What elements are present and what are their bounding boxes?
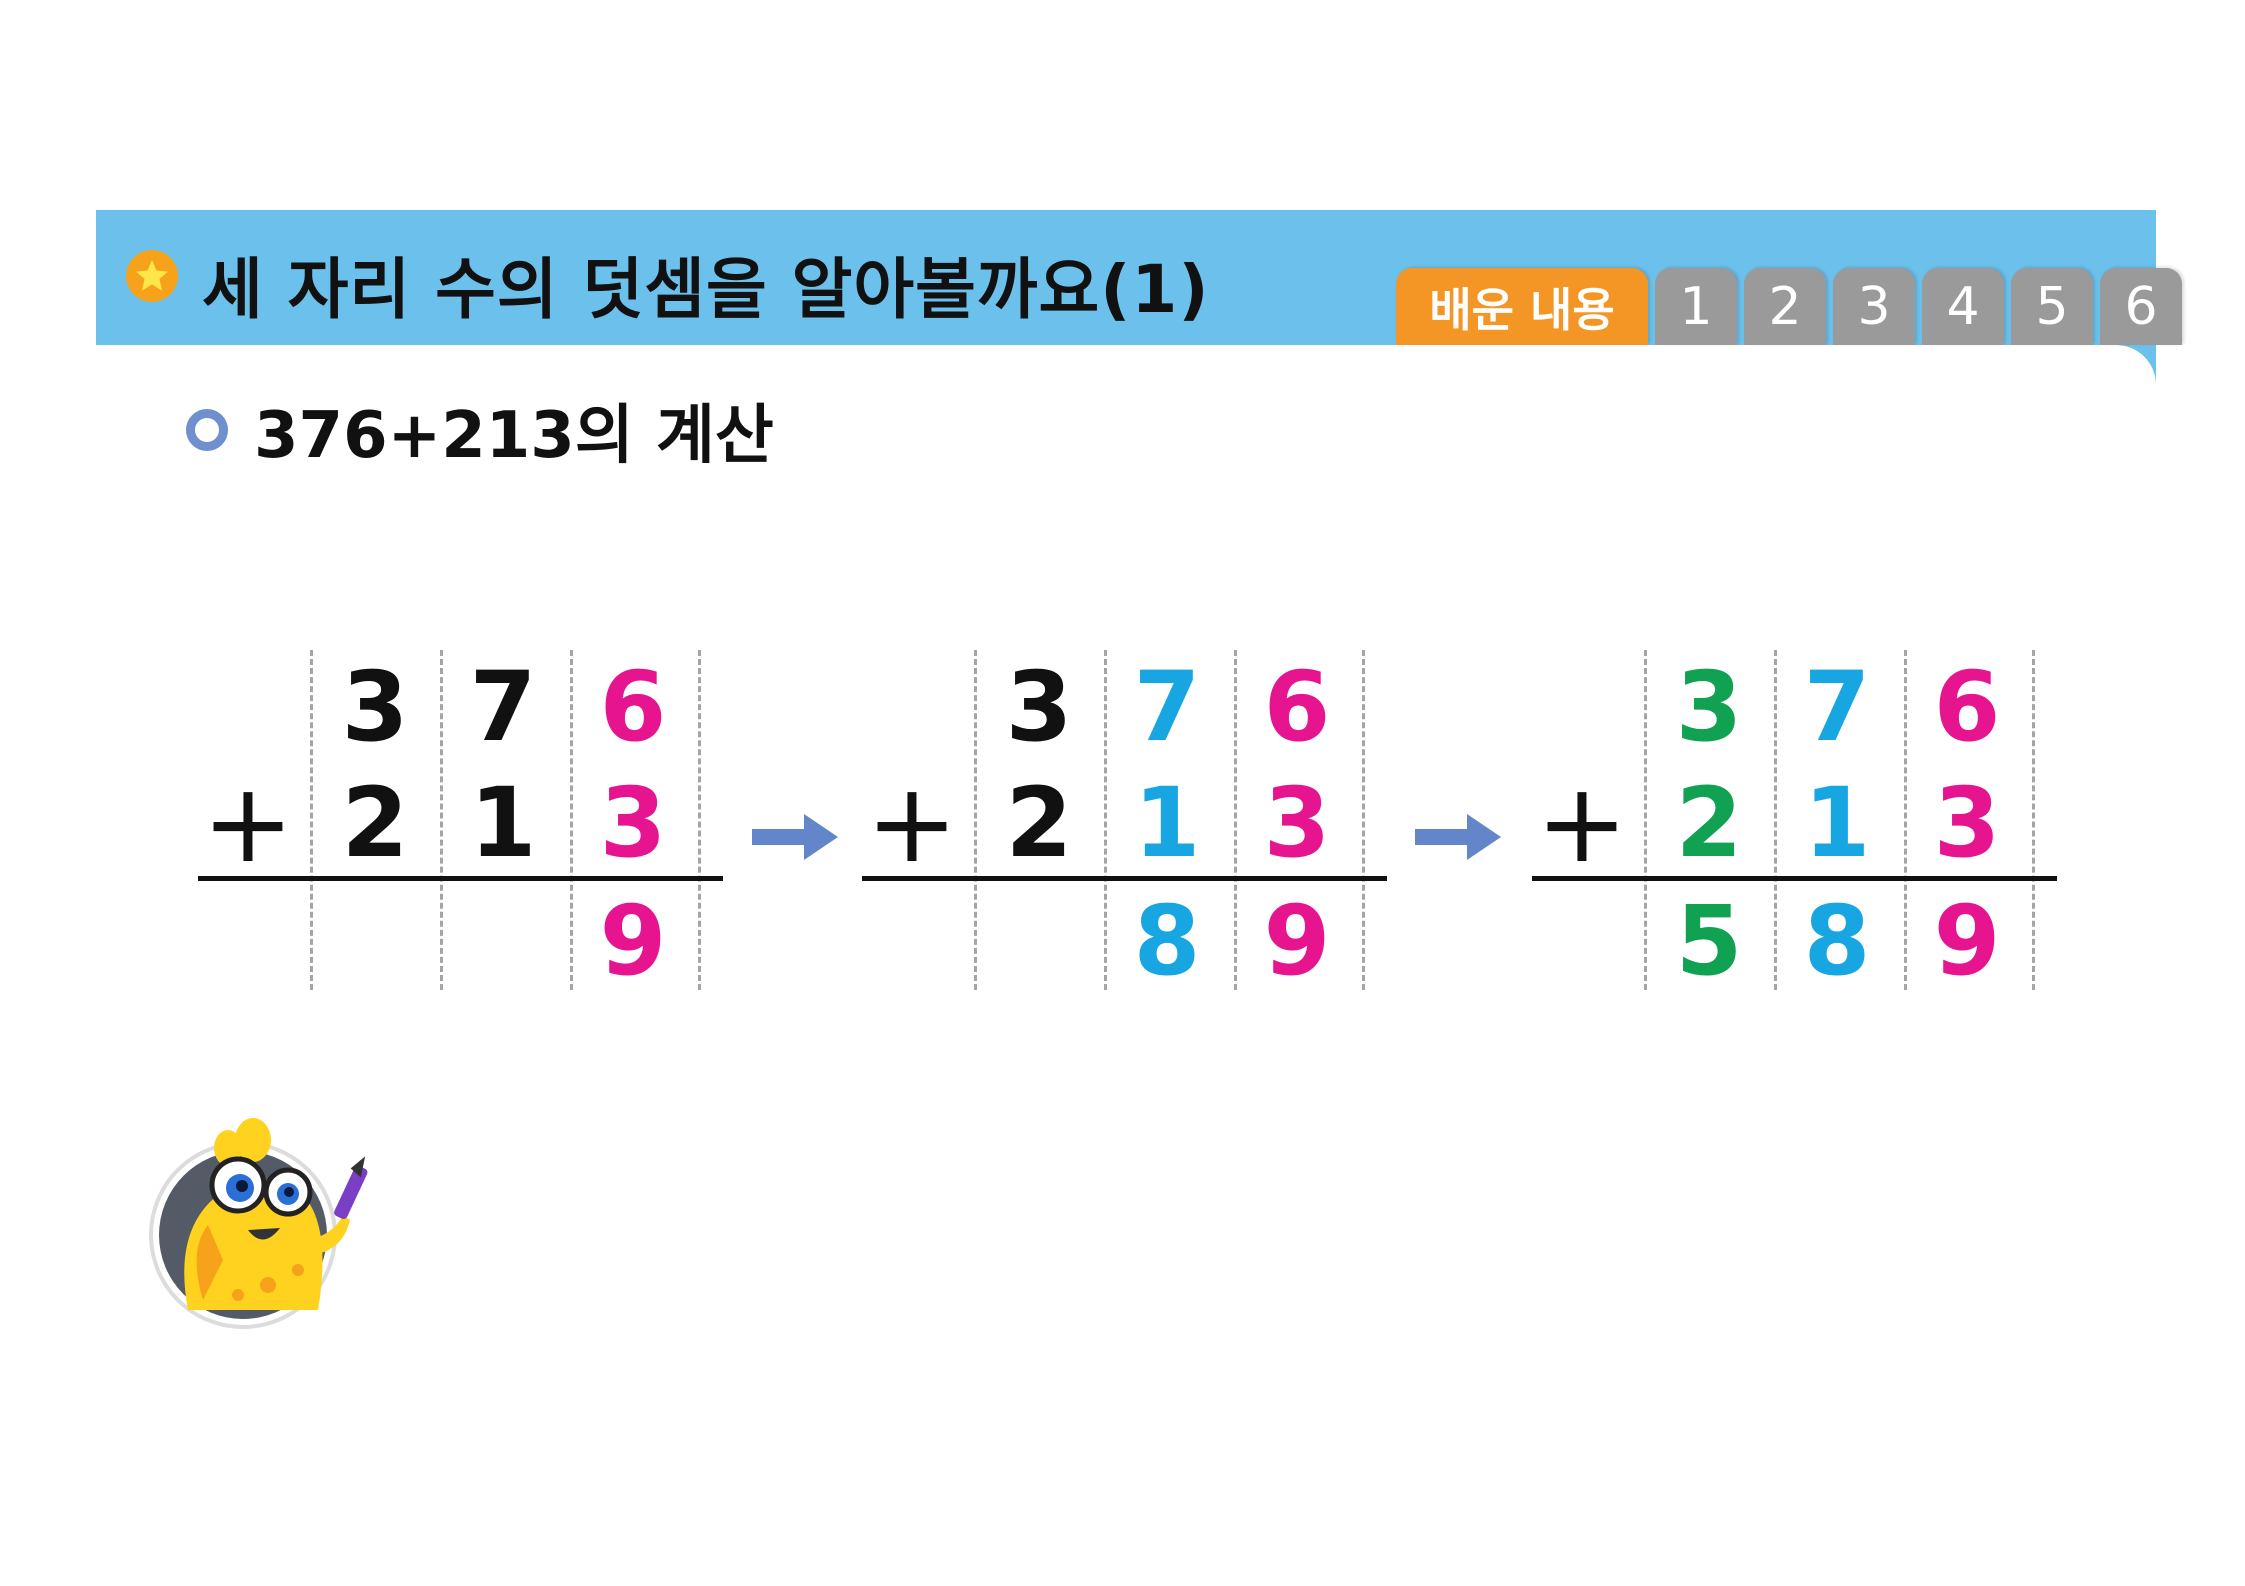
bottom-digit: 3 <box>1933 767 2001 879</box>
arrow-right-icon <box>752 814 838 860</box>
sum-line <box>1532 876 2057 881</box>
bottom-digit: 2 <box>341 767 409 879</box>
plus-sign: + <box>865 759 959 887</box>
tab-6[interactable]: 6 <box>2100 268 2182 345</box>
tab-2[interactable]: 2 <box>1744 268 1826 345</box>
column-divider <box>974 650 977 990</box>
column-divider <box>2032 650 2035 990</box>
column-divider <box>1362 650 1365 990</box>
lesson-tabs: 배운 내용 1 2 3 4 5 6 <box>1396 268 2189 345</box>
bottom-digit: 3 <box>1263 767 1331 879</box>
column-divider <box>570 650 573 990</box>
top-digit: 6 <box>1263 651 1331 763</box>
column-divider <box>698 650 701 990</box>
tab-3[interactable]: 3 <box>1833 268 1915 345</box>
result-digit: 9 <box>1263 885 1331 997</box>
title-bar-corner <box>2112 345 2156 385</box>
column-divider <box>440 650 443 990</box>
tab-learned-content[interactable]: 배운 내용 <box>1396 268 1648 345</box>
tab-4[interactable]: 4 <box>1922 268 2004 345</box>
mascot-character <box>149 1118 368 1329</box>
section-heading: 376+213의 계산 <box>186 390 774 473</box>
tab-5[interactable]: 5 <box>2011 268 2093 345</box>
sum-line <box>862 876 1387 881</box>
bottom-digit: 3 <box>599 767 667 879</box>
column-divider <box>1644 650 1647 990</box>
page-title: 세 자리 수의 덧셈을 알아볼까요(1) <box>202 251 1210 328</box>
title-bar: 세 자리 수의 덧셈을 알아볼까요(1) 배운 내용 1 2 3 4 5 6 <box>96 210 2182 385</box>
bottom-digit: 1 <box>1133 767 1201 879</box>
plus-sign: + <box>1535 759 1629 887</box>
top-digit: 3 <box>1675 651 1743 763</box>
bottom-digit: 1 <box>1803 767 1871 879</box>
section-heading-text: 376+213의 계산 <box>254 399 774 473</box>
sum-line <box>198 876 723 881</box>
column-divider <box>1774 650 1777 990</box>
result-digit: 5 <box>1675 885 1743 997</box>
plus-sign: + <box>201 759 295 887</box>
tab-1[interactable]: 1 <box>1655 268 1737 345</box>
top-digit: 7 <box>469 651 537 763</box>
column-divider <box>310 650 313 990</box>
arrow-right-icon <box>1415 814 1501 860</box>
bottom-digit: 2 <box>1675 767 1743 879</box>
bottom-digit: 2 <box>1005 767 1073 879</box>
result-digit: 8 <box>1133 885 1201 997</box>
top-digit: 7 <box>1133 651 1201 763</box>
result-digit: 9 <box>1933 885 2001 997</box>
result-digit: 8 <box>1803 885 1871 997</box>
column-divider <box>1234 650 1237 990</box>
top-digit: 7 <box>1803 651 1871 763</box>
bottom-digit: 1 <box>469 767 537 879</box>
ring-icon <box>186 409 228 451</box>
top-digit: 3 <box>341 651 409 763</box>
column-divider <box>1904 650 1907 990</box>
star-icon <box>126 250 178 302</box>
result-digit: 9 <box>599 885 667 997</box>
column-divider <box>1104 650 1107 990</box>
top-digit: 6 <box>599 651 667 763</box>
top-digit: 3 <box>1005 651 1073 763</box>
top-digit: 6 <box>1933 651 2001 763</box>
